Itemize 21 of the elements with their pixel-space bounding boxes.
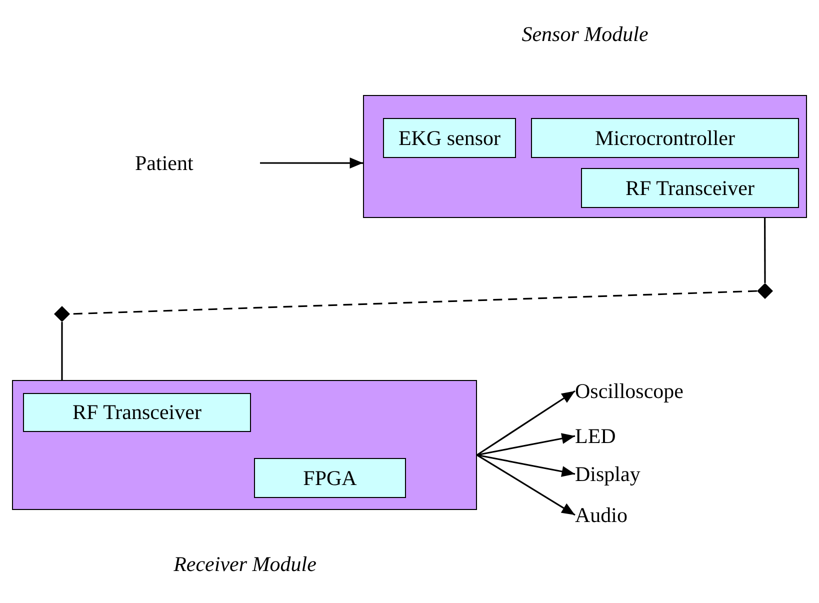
arrow bbox=[260, 158, 363, 169]
arrow bbox=[476, 433, 576, 456]
module-title: Receiver Module bbox=[174, 552, 316, 577]
component-box: EKG sensor bbox=[383, 118, 516, 158]
arrow bbox=[476, 390, 576, 456]
io-label: LED bbox=[575, 421, 635, 451]
component-box: RF Transceiver bbox=[23, 393, 251, 432]
io-label: Audio bbox=[575, 500, 655, 530]
arrow bbox=[476, 454, 576, 516]
arrow bbox=[476, 454, 576, 477]
io-label: Display bbox=[575, 459, 665, 489]
module-box bbox=[12, 380, 477, 510]
component-box: FPGA bbox=[254, 458, 406, 498]
antenna-line bbox=[764, 218, 766, 283]
antenna-line bbox=[61, 322, 63, 380]
io-label: Patient bbox=[135, 148, 260, 178]
io-label: Oscilloscope bbox=[575, 376, 715, 406]
module-title: Sensor Module bbox=[522, 22, 648, 47]
component-box: Microcrontroller bbox=[531, 118, 799, 158]
component-box: RF Transceiver bbox=[581, 168, 799, 208]
module-box bbox=[363, 95, 807, 218]
